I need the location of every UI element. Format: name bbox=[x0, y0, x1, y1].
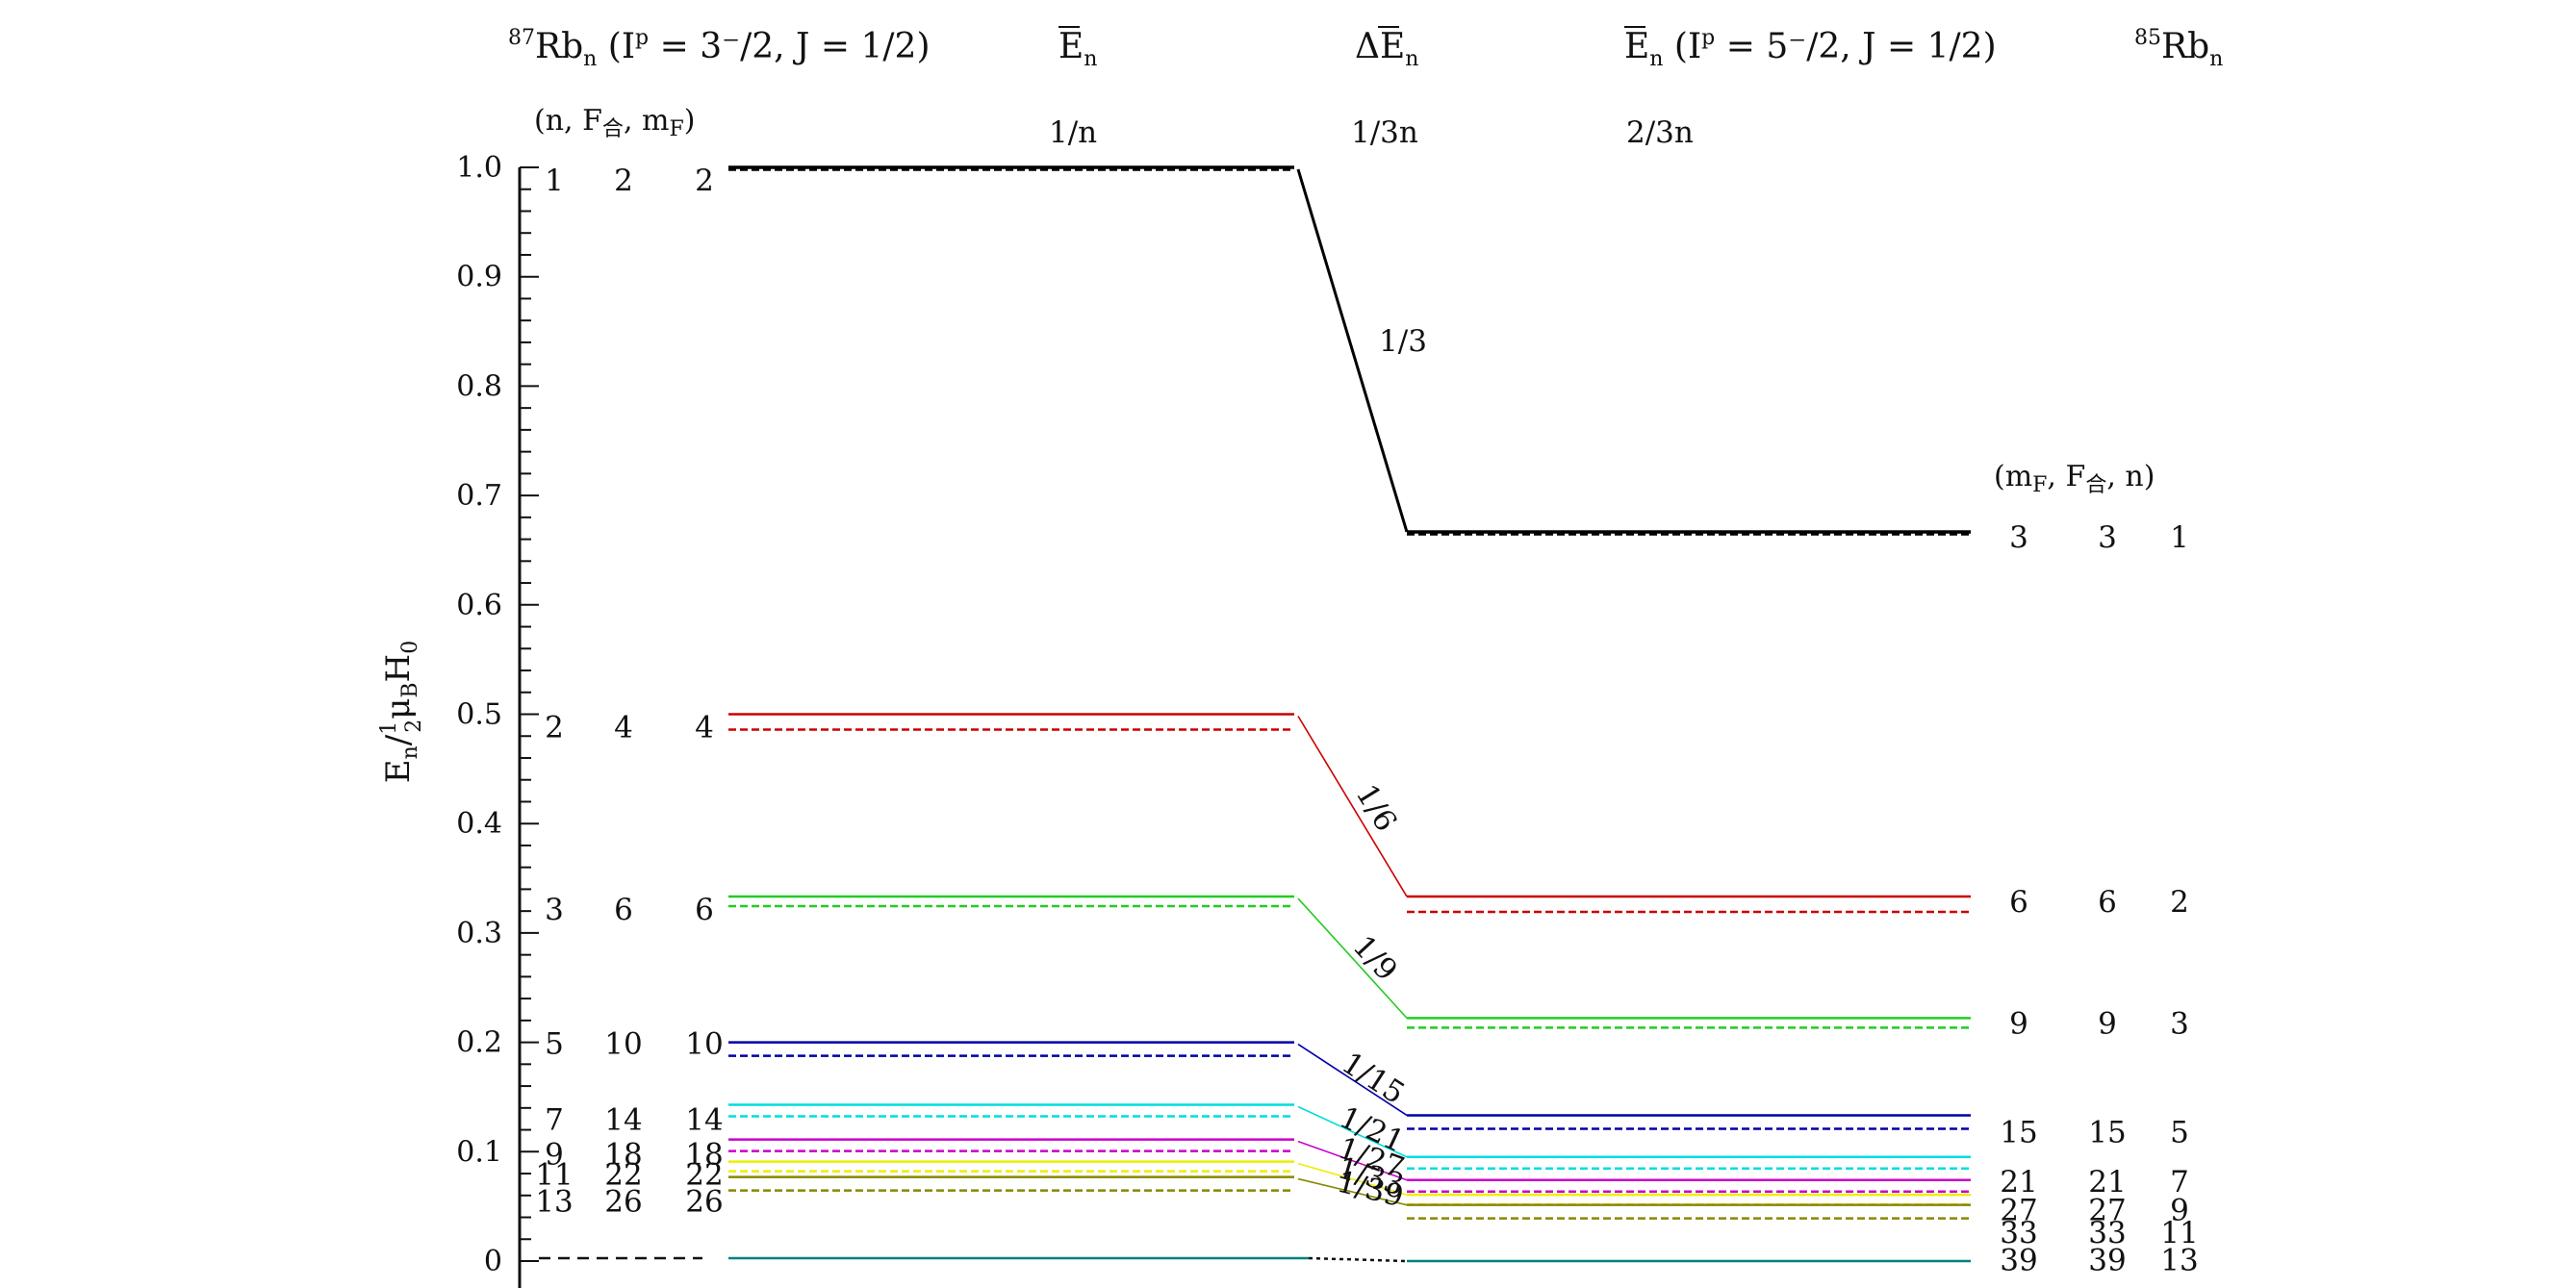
right-rmF-label: 33 bbox=[2000, 1216, 2037, 1250]
left-mF-label: 10 bbox=[685, 1027, 723, 1062]
right-rF-label: 21 bbox=[2088, 1165, 2126, 1200]
tick-label: 0.8 bbox=[456, 369, 502, 403]
ground-level bbox=[539, 1256, 1971, 1263]
shift-line bbox=[1297, 897, 1408, 1019]
tick-label: 0.5 bbox=[456, 698, 502, 732]
right-rn-label: 1 bbox=[2170, 520, 2189, 555]
right-rmF-label: 21 bbox=[2000, 1165, 2037, 1200]
right-rF-label: 6 bbox=[2098, 885, 2117, 920]
slope-label: 1/15 bbox=[1336, 1046, 1411, 1111]
tick-label: 0 bbox=[484, 1245, 502, 1278]
left-F-label: 10 bbox=[604, 1027, 642, 1062]
formula-left: 1/n bbox=[1049, 115, 1097, 150]
header-right-columns: (mF, F合, n) bbox=[1994, 460, 2155, 497]
left-mF-label: 2 bbox=[695, 164, 714, 198]
shift-line bbox=[1297, 1140, 1408, 1181]
right-rn-label: 7 bbox=[2170, 1165, 2189, 1200]
left-n-label: 5 bbox=[545, 1027, 564, 1062]
right-rmF-label: 9 bbox=[2009, 1006, 2028, 1041]
left-mF-label: 18 bbox=[685, 1138, 723, 1173]
tick-label: 0.6 bbox=[456, 589, 502, 622]
left-mF-label: 6 bbox=[695, 893, 714, 927]
slope-label: 1/6 bbox=[1349, 778, 1404, 837]
right-rn-label: 11 bbox=[2160, 1216, 2198, 1250]
right-rmF-label: 39 bbox=[2000, 1244, 2037, 1278]
header-rb85: 85Rbn bbox=[2134, 26, 2223, 71]
left-F-label: 26 bbox=[604, 1185, 642, 1220]
tick-label: 0.2 bbox=[456, 1026, 502, 1060]
header-rb87: 87Rbn (Ip = 3⁻/2, J = 1/2) bbox=[508, 26, 930, 71]
level-3: 3 6 6 9 9 3 1/9 bbox=[545, 893, 2189, 1041]
left-mF-label: 14 bbox=[685, 1103, 723, 1138]
left-n-label: 3 bbox=[545, 893, 564, 927]
y-axis-ticks: 1.0 0.9 0.8 0.7 0.6 0.5 0.4 0.3 0.2 0.1 0 bbox=[456, 151, 539, 1278]
right-rmF-label: 6 bbox=[2009, 885, 2028, 920]
tick-label: 0.1 bbox=[456, 1135, 502, 1169]
right-rmF-label: 3 bbox=[2009, 520, 2028, 555]
tick-label: 1.0 bbox=[456, 151, 502, 185]
shift-line bbox=[1297, 1105, 1408, 1158]
right-rmF-label: 15 bbox=[2000, 1115, 2037, 1149]
shift-line bbox=[1297, 1043, 1408, 1117]
right-rF-label: 27 bbox=[2088, 1194, 2126, 1228]
slope-label: 1/9 bbox=[1346, 929, 1404, 988]
left-F-label: 4 bbox=[614, 711, 633, 745]
tick-label: 0.9 bbox=[456, 261, 502, 294]
left-F-label: 22 bbox=[604, 1158, 642, 1193]
header-delta-en-bar: ΔEn bbox=[1355, 27, 1418, 71]
left-F-label: 14 bbox=[604, 1103, 642, 1138]
right-rF-label: 33 bbox=[2088, 1216, 2126, 1250]
left-n-label: 11 bbox=[535, 1158, 573, 1193]
shift-line bbox=[1296, 168, 1409, 533]
ground-dotted bbox=[1308, 1256, 1408, 1263]
left-n-label: 2 bbox=[545, 711, 564, 745]
right-rmF-label: 27 bbox=[2000, 1194, 2037, 1228]
shift-line bbox=[1297, 716, 1408, 897]
header-row: 87Rbn (Ip = 3⁻/2, J = 1/2) En ΔEn En (Ip… bbox=[508, 26, 2223, 497]
header-en-bar: En bbox=[1058, 27, 1097, 71]
right-rn-label: 2 bbox=[2170, 885, 2189, 920]
left-mF-label: 4 bbox=[695, 711, 714, 745]
left-mF-label: 26 bbox=[685, 1185, 723, 1220]
left-F-label: 2 bbox=[614, 164, 633, 198]
header-right-state: En (Ip = 5⁻/2, J = 1/2) bbox=[1624, 26, 1997, 71]
tick-label: 0.4 bbox=[456, 807, 502, 841]
right-rF-label: 9 bbox=[2098, 1006, 2117, 1041]
right-rF-label: 39 bbox=[2088, 1244, 2126, 1278]
right-rn-label: 3 bbox=[2170, 1006, 2189, 1041]
left-F-label: 18 bbox=[604, 1138, 642, 1173]
left-n-label: 9 bbox=[545, 1138, 564, 1173]
formula-right: 2/3n bbox=[1626, 115, 1694, 150]
formula-mid: 1/3n bbox=[1351, 115, 1418, 150]
left-mF-label: 22 bbox=[685, 1158, 723, 1193]
left-n-label: 13 bbox=[535, 1185, 573, 1220]
slope-label: 1/3 bbox=[1379, 324, 1427, 359]
shift-line bbox=[1297, 1162, 1408, 1196]
left-n-label: 1 bbox=[545, 164, 564, 198]
right-rF-label: 3 bbox=[2098, 520, 2117, 555]
right-rF-label: 15 bbox=[2088, 1115, 2126, 1149]
shift-line bbox=[1297, 1177, 1408, 1206]
right-rn-label: 13 bbox=[2160, 1244, 2198, 1278]
tick-label: 0.3 bbox=[456, 917, 502, 950]
right-rn-label: 9 bbox=[2170, 1194, 2189, 1228]
tick-label: 0.7 bbox=[456, 479, 502, 513]
svg-text:En/12μBH0: En/12μBH0 bbox=[377, 641, 426, 783]
level-1: 1 2 2 3 3 1 1/3 bbox=[545, 164, 2189, 555]
right-rn-label: 5 bbox=[2170, 1115, 2189, 1149]
y-axis-label: En/12μBH0 bbox=[377, 641, 426, 783]
level-2: 2 4 4 6 6 2 1/6 bbox=[545, 711, 2189, 921]
left-n-label: 7 bbox=[545, 1103, 564, 1138]
left-F-label: 6 bbox=[614, 893, 633, 927]
header-left-columns: (n, F合, mF) bbox=[534, 104, 695, 141]
